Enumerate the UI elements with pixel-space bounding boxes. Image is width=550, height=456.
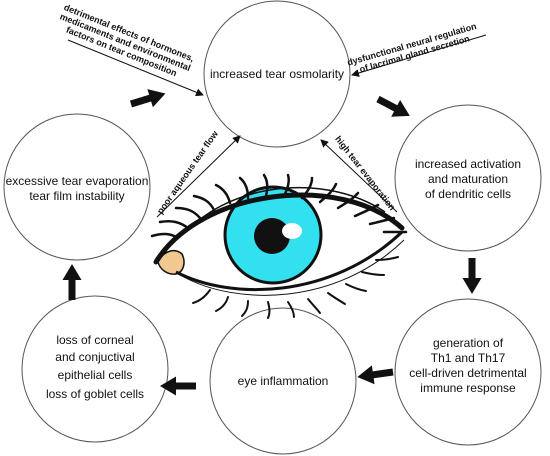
node-cell-loss-line: loss of corneal	[56, 332, 134, 347]
node-osmolarity-line: increased tear osmolarity	[209, 66, 345, 81]
node-cell-loss-line: epithelial cells	[57, 367, 133, 382]
lower-lashes	[192, 256, 399, 319]
eye-pupil	[254, 218, 290, 254]
node-th-line: Th1 and Th17	[430, 351, 506, 365]
bold-arrow-th-to-inflammation	[357, 365, 394, 385]
eye-illustration	[150, 173, 408, 319]
node-dendritic-line: of dendritic cells	[424, 186, 512, 201]
node-cell-loss-text: loss of corneal and conjuctival epitheli…	[22, 332, 168, 402]
node-dendritic-text: increased activation and maturation of d…	[395, 155, 541, 203]
node-th-line: cell-driven detrimental	[409, 366, 527, 380]
bold-arrow-inflammation-to-cell-loss	[160, 376, 196, 396]
node-osmolarity-text: increased tear osmolarity	[204, 62, 350, 86]
thin-arrow-hormones	[67, 39, 204, 97]
node-cell-loss-line: loss of goblet cells	[45, 386, 145, 401]
node-circle-th-response	[394, 298, 542, 446]
node-evaporation-text: excessive tear evaporation tear film ins…	[4, 172, 150, 206]
eye-highlight	[282, 223, 302, 239]
thin-arrow-aqueous	[156, 135, 241, 218]
node-circle-dendritic	[394, 104, 542, 252]
node-circle-inflammation	[209, 307, 357, 455]
node-dendritic-line: increased activation	[414, 156, 522, 171]
node-inflammation-text: eye inflammation	[210, 369, 356, 393]
thin-arrow-high-evaporation	[320, 139, 398, 213]
node-th-line: generation of	[432, 336, 504, 350]
upper-lashes	[150, 173, 408, 240]
bold-arrow-dendritic-to-th	[462, 258, 482, 294]
node-circle-cell-loss	[21, 295, 169, 443]
node-cell-loss-line: and conjuctival	[55, 349, 135, 364]
node-inflammation-line: eye inflammation	[237, 373, 329, 388]
node-th-line: immune response	[420, 381, 516, 395]
node-evaporation-line: tear film instability	[29, 189, 125, 203]
upper-lid-crease	[189, 186, 386, 229]
node-evaporation-line: excessive tear evaporation	[5, 174, 149, 188]
bold-arrow-evaporation-to-osmolarity	[129, 89, 166, 108]
node-circle-osmolarity	[203, 0, 351, 148]
node-dendritic-line: and maturation	[427, 171, 509, 186]
bold-arrow-cell-loss-to-evaporation	[62, 264, 82, 300]
caruncle	[157, 249, 185, 275]
bold-arrow-osmolarity-to-dendritic	[376, 95, 410, 117]
lower-eyelid	[175, 230, 404, 292]
thin-arrow-neural	[351, 34, 487, 77]
node-th-response-text: generation of Th1 and Th17 cell-driven d…	[395, 334, 541, 398]
node-circle-evaporation	[3, 113, 151, 261]
lower-lid-line	[181, 239, 405, 296]
